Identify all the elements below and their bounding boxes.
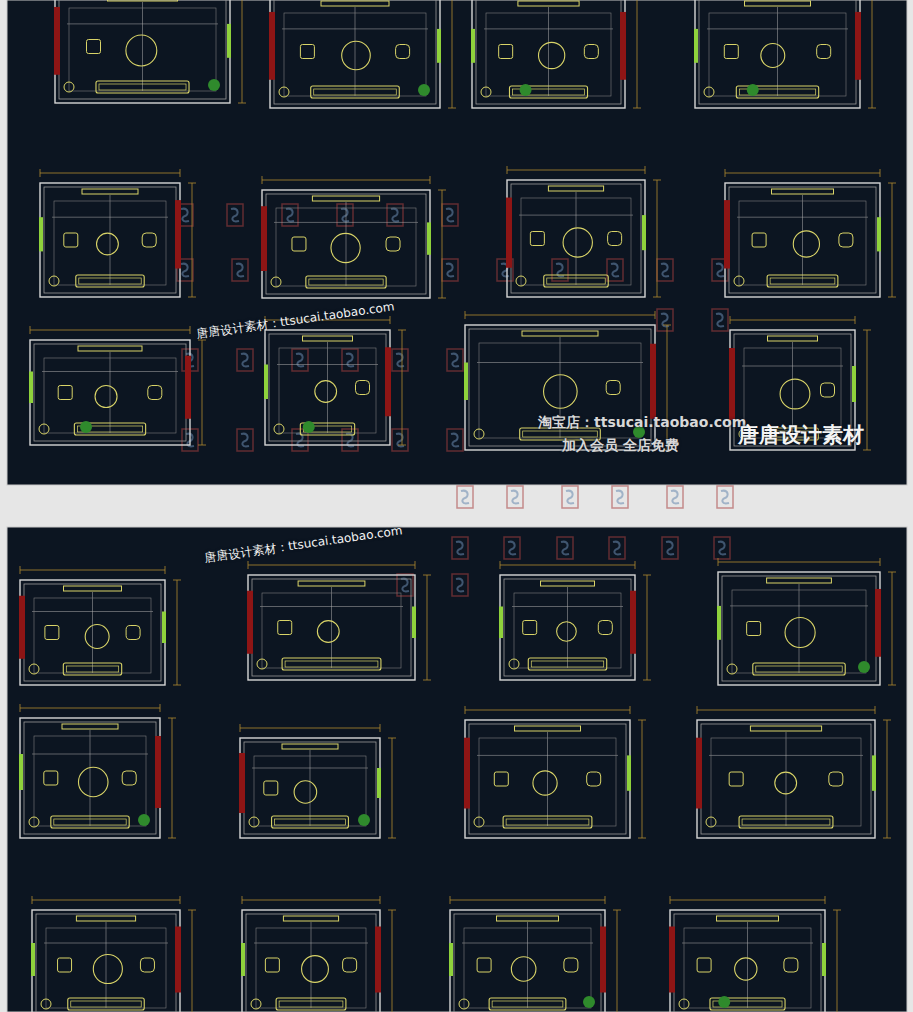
watermark-icon [452,574,468,596]
watermark-icon [717,486,733,508]
floor-plan [729,316,871,450]
watermark-icon [662,537,678,559]
dark-panel [7,0,907,485]
floor-plan [39,169,196,297]
watermark-icon [612,486,628,508]
watermark-icon [237,429,253,451]
floor-plan [19,566,181,685]
watermark-icon [562,486,578,508]
floor-plan [269,0,456,108]
watermark-icon [657,309,673,331]
watermark-icon [442,259,458,281]
watermark-icon [342,349,358,371]
floor-plan [669,896,841,1012]
floor-plan [54,0,246,103]
floor-plan [261,176,446,298]
watermark-icon [237,349,253,371]
watermark-icon [227,204,243,226]
watermark-text: 加入会员 全店免费 [562,437,679,455]
watermark-icon [232,259,248,281]
floor-plan [239,724,396,838]
floor-plan [19,704,176,838]
floor-plan [449,896,621,1012]
watermark-icon [457,486,473,508]
watermark-icon [504,537,520,559]
watermark-icon [392,349,408,371]
floor-plan [247,561,431,680]
watermark-icon [607,259,623,281]
watermark-logo: 唐唐设计素材 [738,421,864,449]
dark-panel [7,527,907,1012]
watermark-icon [609,537,625,559]
watermark-icon [392,429,408,451]
watermark-icon [442,204,458,226]
floor-plan [506,166,661,297]
floor-plan [464,706,646,838]
watermark-icon [712,309,728,331]
watermark-icon [447,349,463,371]
watermark-icon [667,486,683,508]
floor-plan [31,896,196,1012]
watermark-icon [557,537,573,559]
watermark-icon [447,429,463,451]
watermark-icon [337,204,353,226]
watermark-icon [714,537,730,559]
watermark-text: 淘宝店：ttsucai.taobao.com [538,414,746,432]
watermark-icon [387,204,403,226]
watermark-icon [507,486,523,508]
floor-plan [696,706,891,838]
watermark-icon [452,537,468,559]
floor-plan [694,0,876,108]
floor-plan [499,561,651,680]
floor-plan [717,558,896,685]
watermark-icon [657,259,673,281]
watermark-icon [292,349,308,371]
watermark-icon [282,204,298,226]
floor-plan [241,896,396,1012]
floor-plan [264,316,406,445]
floor-plan [724,169,896,297]
floor-plan [471,0,641,108]
floor-plan [29,326,206,445]
